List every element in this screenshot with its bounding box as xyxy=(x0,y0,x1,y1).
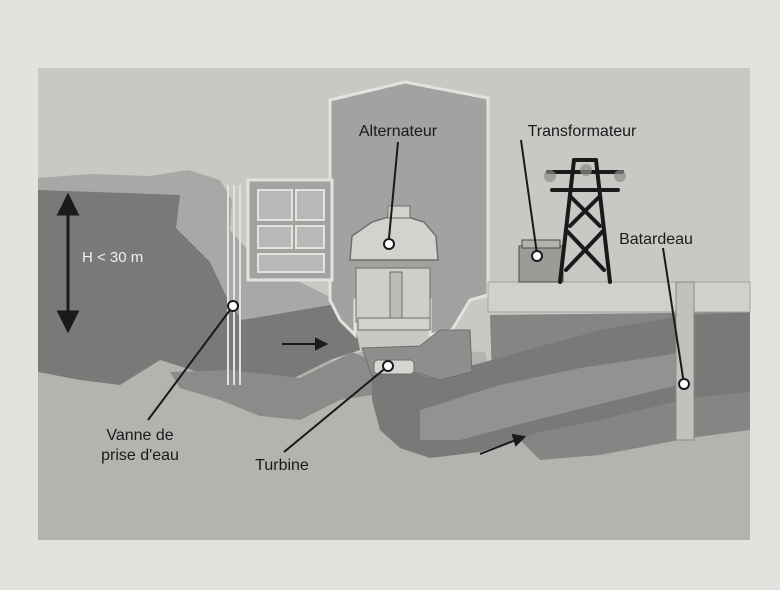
transformer-box xyxy=(518,245,564,283)
dot-transformateur xyxy=(531,250,543,262)
platform xyxy=(487,281,751,313)
reservoir-water xyxy=(38,190,360,385)
alternator-neck xyxy=(387,205,411,219)
leader-transformateur xyxy=(520,139,538,255)
intake-gate-rails xyxy=(227,185,241,385)
callout-lines xyxy=(147,139,685,453)
callout-dots xyxy=(227,238,690,390)
label-vanne-line1: Vanne de xyxy=(106,427,173,444)
dot-batardeau xyxy=(678,378,690,390)
window xyxy=(257,189,293,221)
dot-vanne xyxy=(227,300,239,312)
window xyxy=(257,253,325,273)
label-vanne-line2: prise d'eau xyxy=(101,447,179,464)
leader-batardeau xyxy=(662,247,685,385)
arrow-down-head xyxy=(56,310,80,334)
intake-channel xyxy=(170,352,372,420)
label-alternateur: Alternateur xyxy=(359,123,438,140)
label-batardeau: Batardeau xyxy=(619,231,693,248)
transformer-top xyxy=(521,239,561,249)
window xyxy=(295,225,325,249)
flow-arrows xyxy=(282,337,527,455)
batardeau-wall xyxy=(675,281,695,441)
leader-vanne xyxy=(147,305,234,421)
arrow-up-head xyxy=(56,192,80,216)
pylon-icon xyxy=(546,158,624,284)
window xyxy=(257,225,293,249)
window xyxy=(295,189,325,221)
alternator-foot xyxy=(357,317,431,331)
alternator-shaft xyxy=(389,271,403,319)
label-hauteur: H < 30 m xyxy=(82,249,143,266)
label-transformateur: Transformateur xyxy=(528,123,637,140)
outflow-tube xyxy=(420,352,682,440)
label-turbine: Turbine xyxy=(255,457,309,474)
flow-arrow-head xyxy=(315,337,329,351)
transformer-unit xyxy=(518,239,564,283)
leader-alternateur xyxy=(388,141,399,239)
flow-arrow-head xyxy=(511,433,527,447)
leader-turbine xyxy=(283,365,389,453)
wing-windows xyxy=(257,189,325,273)
dot-turbine xyxy=(382,360,394,372)
insulator-glow xyxy=(544,164,626,182)
height-arrow xyxy=(56,192,80,334)
alternator-unit xyxy=(349,205,439,331)
alternator-dome xyxy=(349,213,439,261)
flow-arrow-downstream xyxy=(479,439,517,455)
dot-alternateur xyxy=(383,238,395,250)
